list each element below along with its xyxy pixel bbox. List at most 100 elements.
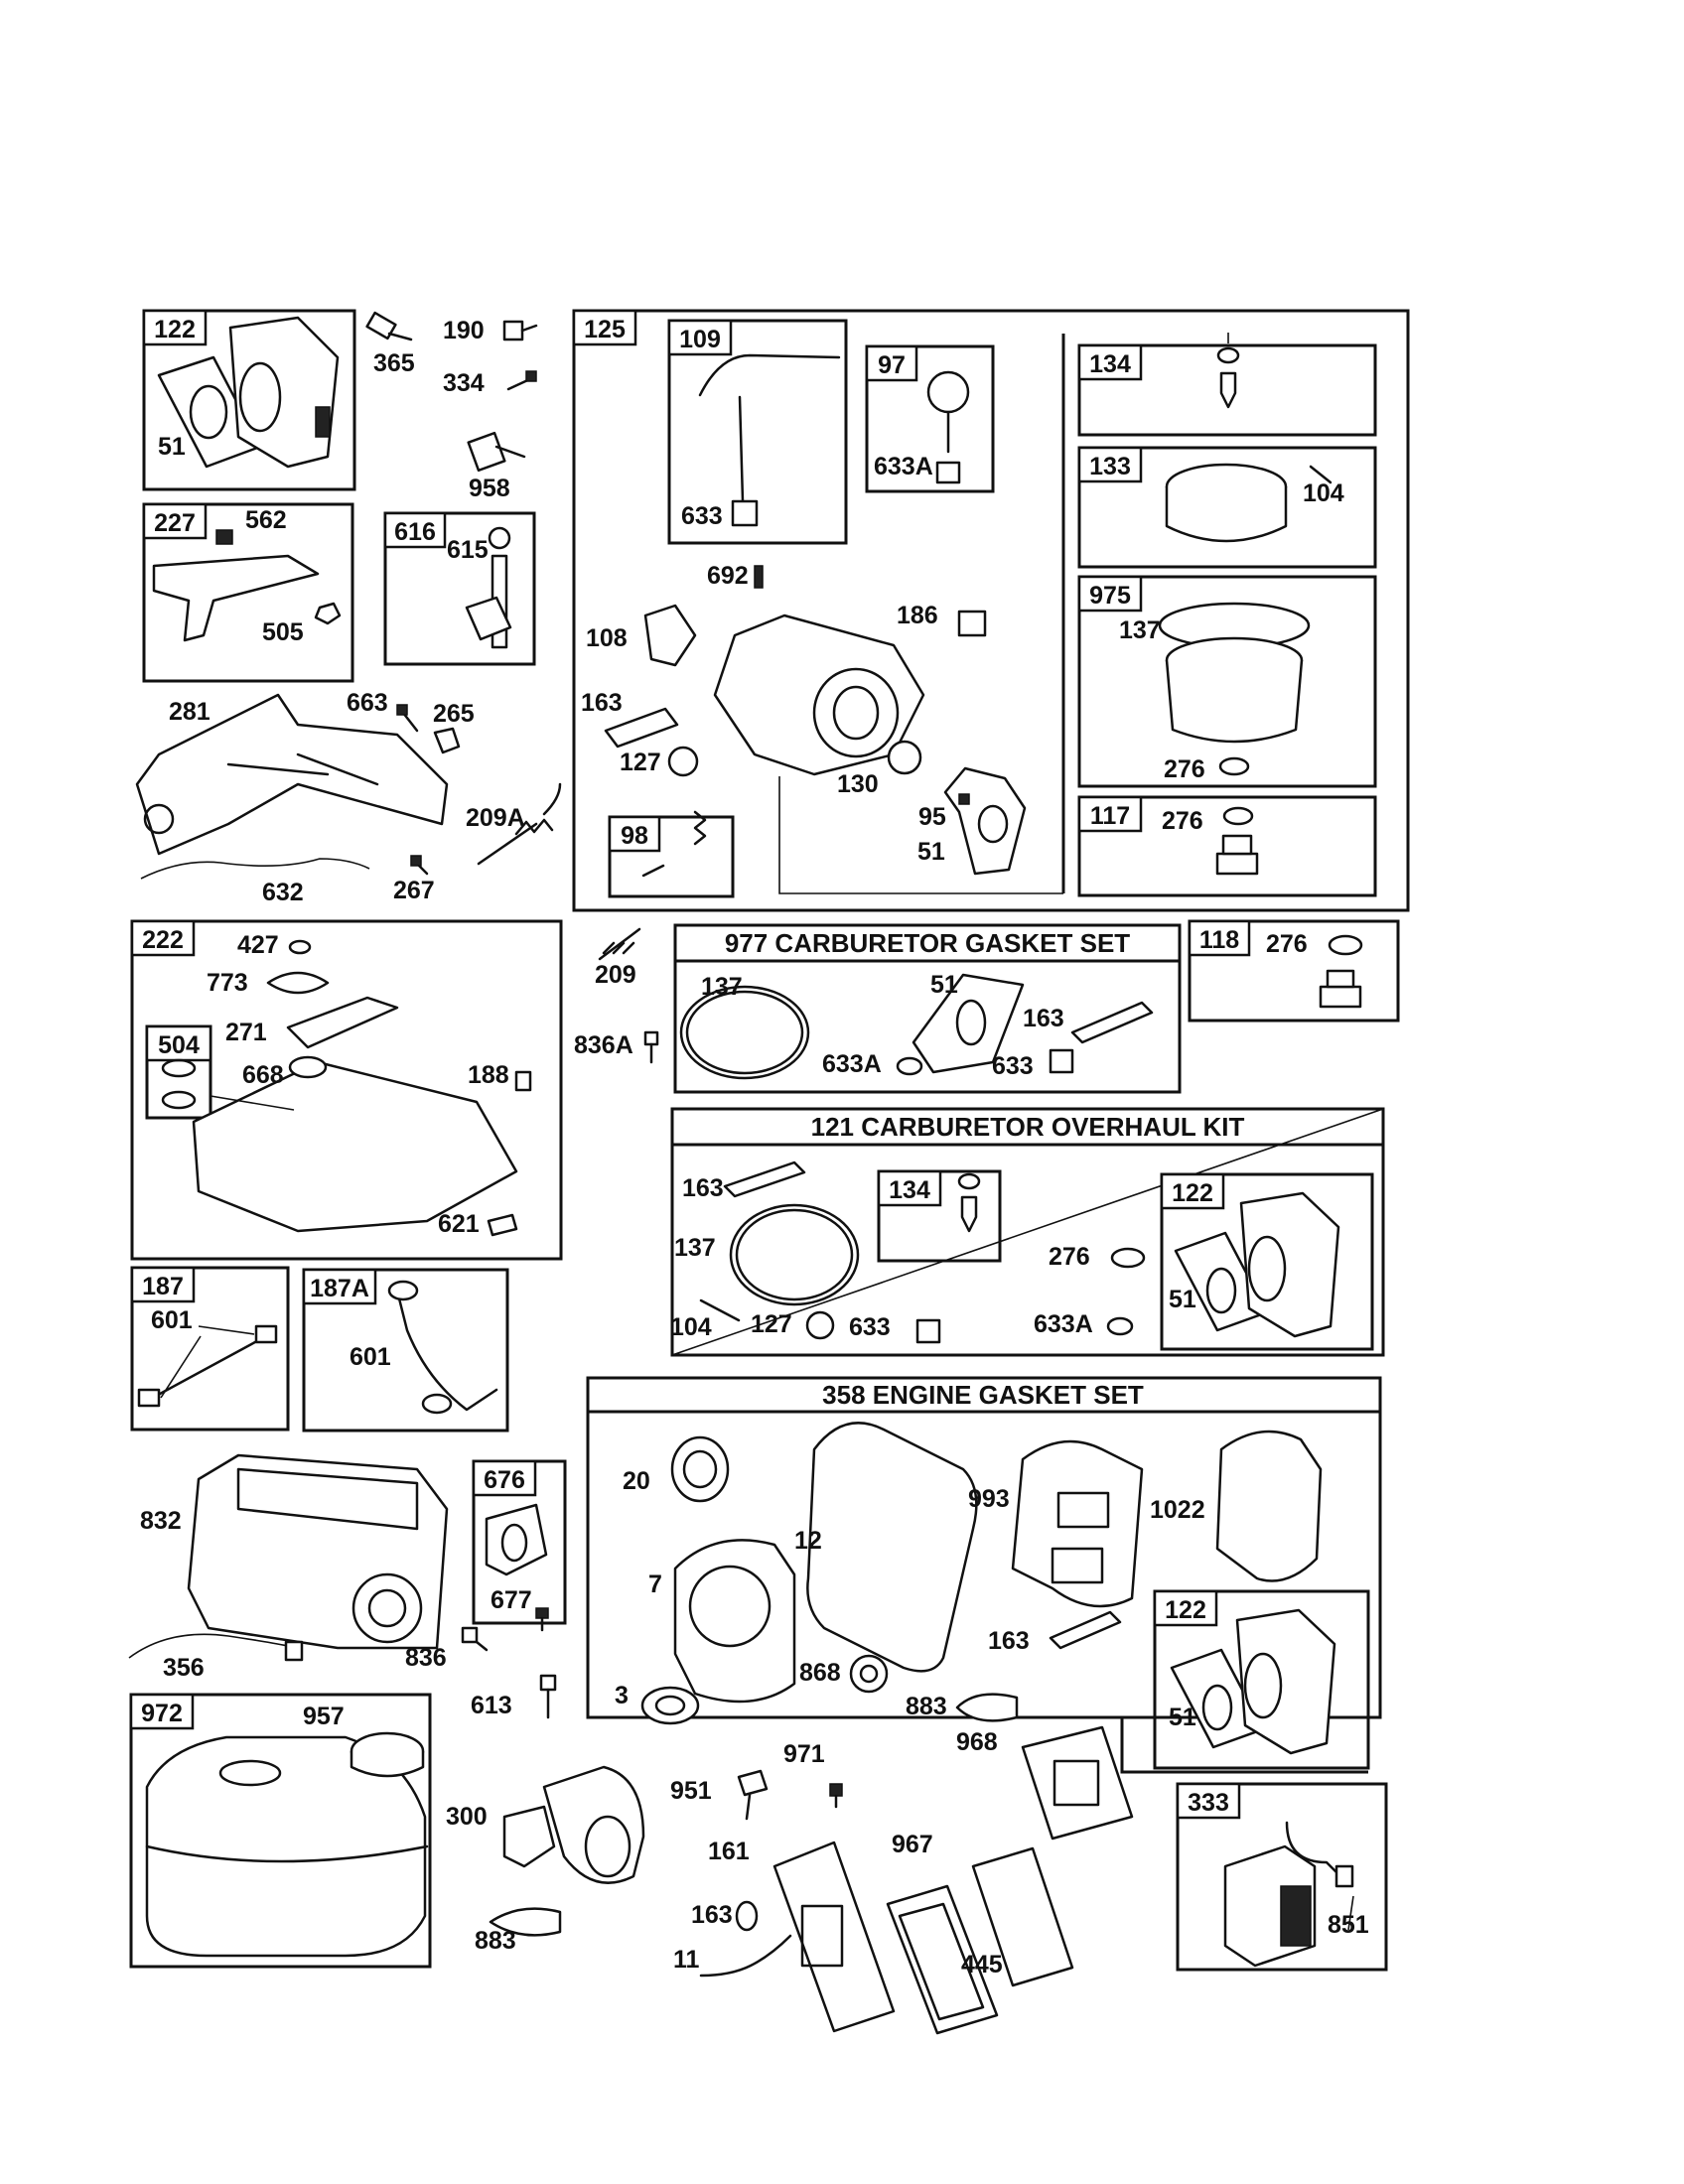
kit-box-121: [670, 1107, 1385, 1357]
cover-968-part: [1021, 1725, 1134, 1841]
leader-125: [778, 776, 1063, 894]
gasket-12-part: [806, 1422, 978, 1673]
group-tag-109: 109: [667, 319, 733, 356]
carburetor-body-part: [604, 565, 1027, 876]
group-tag-358-122: 122: [1153, 1589, 1218, 1627]
callout-445: 445: [961, 1951, 1003, 1979]
gasket-137-121-part: [729, 1203, 860, 1306]
group-box-134: [1077, 343, 1377, 437]
callout-1022: 1022: [1150, 1496, 1205, 1524]
callout-163: 163: [682, 1174, 724, 1202]
callout-51: 51: [1169, 1286, 1196, 1313]
leader-601a: [198, 1325, 255, 1335]
callout-836: 836: [405, 1644, 447, 1672]
screw-836a-part: [643, 1030, 659, 1064]
parts-118: [1319, 934, 1363, 1009]
kit-title-358: 358 ENGINE GASKET SET: [822, 1380, 1144, 1410]
filter-445-part: [886, 1884, 999, 2035]
screw-98-part: [641, 810, 707, 878]
svg-text:676: 676: [484, 1466, 525, 1494]
intake-358-part: [1170, 1608, 1336, 1755]
callout-993: 993: [968, 1485, 1010, 1513]
svg-text:504: 504: [158, 1031, 200, 1059]
group-tag-972: 972: [129, 1693, 195, 1730]
spring-209a-part: [477, 782, 562, 866]
group-box-118: [1188, 919, 1400, 1023]
callout-951: 951: [670, 1777, 712, 1805]
gasket-163-977-part: [1070, 1001, 1154, 1044]
callout-633: 633: [681, 502, 723, 530]
callout-615: 615: [447, 536, 489, 564]
group-tag-333: 333: [1176, 1782, 1241, 1820]
screw-836-part: [461, 1626, 489, 1652]
callout-773: 773: [207, 969, 248, 997]
gasket-137-977-part: [679, 985, 810, 1080]
callout-3: 3: [615, 1682, 629, 1709]
needle-134-part: [1216, 333, 1240, 409]
link-632-part: [140, 858, 370, 880]
needle-134-121-part: [957, 1172, 981, 1233]
callout-127: 127: [620, 749, 661, 776]
group-box-968-outline: [1120, 1717, 1368, 1774]
callout-356: 356: [163, 1654, 205, 1682]
callout-190: 190: [443, 317, 485, 344]
svg-text:972: 972: [141, 1700, 183, 1727]
cover-676-part: [485, 1503, 548, 1576]
gasket-883-lower-part: [489, 1907, 562, 1937]
kit-diagonal-121: [671, 1108, 1384, 1356]
group-tag-187a: 187A: [302, 1268, 377, 1305]
kit-title-121: 121 CARBURETOR OVERHAUL KIT: [811, 1112, 1245, 1142]
callout-958: 958: [469, 475, 510, 502]
svg-text:616: 616: [394, 518, 436, 546]
group-box-616: [383, 511, 536, 666]
group-tag-125: 125: [572, 309, 637, 346]
callout-621: 621: [438, 1210, 480, 1238]
group-box-333: [1176, 1782, 1388, 1972]
callout-51: 51: [917, 838, 945, 866]
group-tag-121-134: 134: [877, 1169, 942, 1207]
callout-163: 163: [581, 689, 623, 717]
callout-137: 137: [674, 1234, 716, 1262]
callout-601: 601: [350, 1343, 391, 1371]
bowl-975-part: [1158, 602, 1311, 776]
fitting-958-part: [467, 431, 526, 473]
fuel-line-187a-part: [387, 1280, 498, 1415]
callout-271: 271: [225, 1019, 267, 1046]
svg-text:187: 187: [142, 1273, 184, 1300]
callout-971: 971: [783, 1740, 825, 1768]
kit-box-977: [673, 923, 1182, 1094]
callout-95: 95: [918, 803, 946, 831]
lever-951-part: [737, 1769, 769, 1821]
group-box-125: [572, 309, 1410, 912]
base-plate-222-part: [161, 939, 532, 1237]
screw-267-part: [410, 855, 429, 876]
callout-281: 281: [169, 698, 210, 726]
callout-104: 104: [1303, 479, 1344, 507]
svg-text:222: 222: [142, 926, 184, 954]
group-box-98: [608, 815, 735, 898]
callout-186: 186: [897, 602, 938, 629]
svg-text:975: 975: [1089, 582, 1131, 610]
kit-title-977: 977 CARBURETOR GASKET SET: [725, 928, 1130, 958]
callout-276: 276: [1049, 1243, 1090, 1271]
gasket-163-121-part: [723, 1160, 806, 1198]
svg-text:122: 122: [154, 316, 196, 343]
group-box-358-122: [1153, 1589, 1370, 1770]
svg-text:122: 122: [1172, 1179, 1213, 1207]
group-tag-676: 676: [472, 1459, 537, 1497]
callout-209: 209: [595, 961, 636, 989]
svg-text:187A: 187A: [310, 1275, 369, 1302]
callout-427: 427: [237, 931, 279, 959]
callout-104: 104: [670, 1313, 712, 1341]
plug-127-121-part: [805, 1310, 835, 1340]
callout-161: 161: [708, 1838, 750, 1865]
callout-632: 632: [262, 879, 304, 906]
screw-190-part: [502, 320, 538, 341]
callout-12: 12: [794, 1527, 822, 1555]
filter-967-part: [971, 1846, 1074, 1987]
plug-117-part: [1215, 806, 1259, 876]
head-gasket-7-part: [673, 1539, 796, 1704]
washer-633a-977-part: [896, 1056, 923, 1076]
bracket-281-part: [135, 693, 449, 856]
